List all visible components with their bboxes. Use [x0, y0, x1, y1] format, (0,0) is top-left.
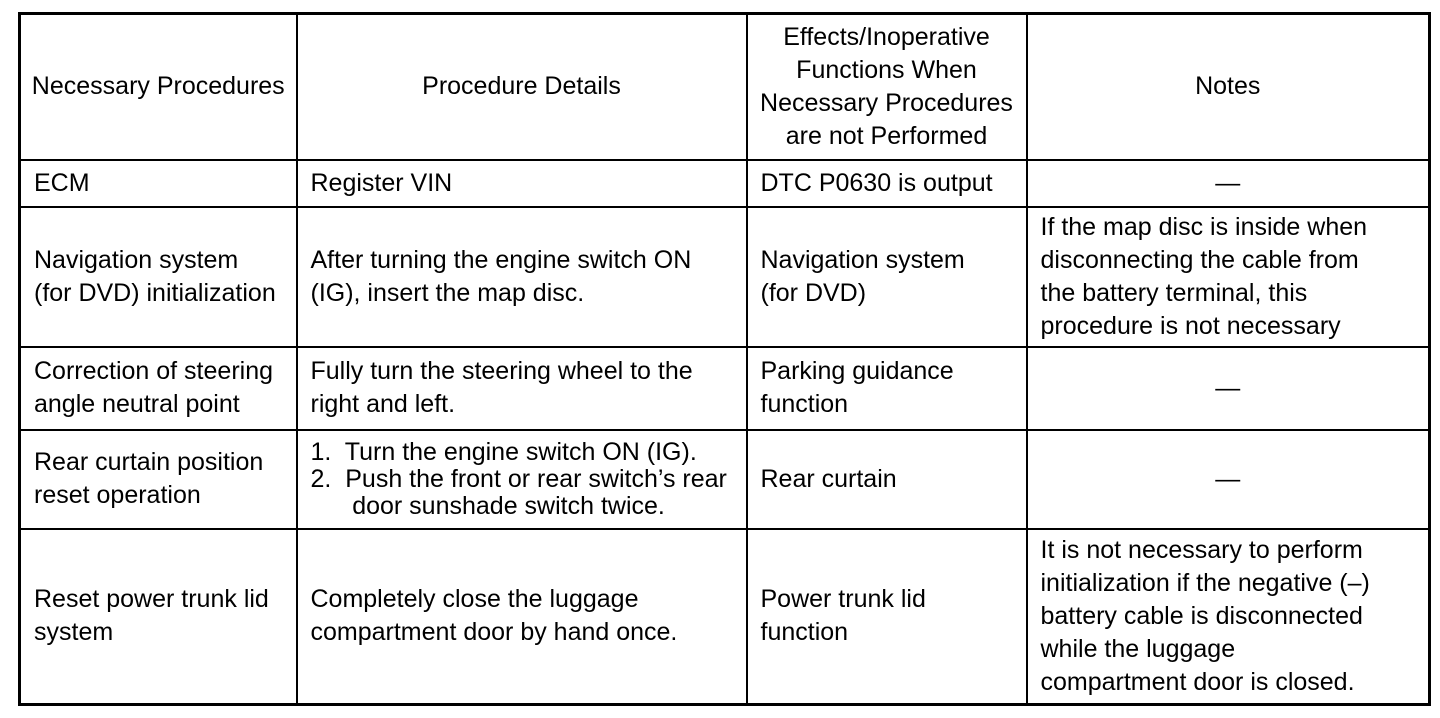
header-row: Necessary Procedures Procedure Details E…: [18, 12, 1431, 161]
table-row: ECM Register VIN DTC P0630 is output —: [18, 158, 1431, 208]
cell-effects: Power trunk lid function: [745, 527, 1028, 706]
cell-necessary-procedure: Reset power trunk lid system: [18, 527, 298, 706]
procedures-table: Necessary Procedures Procedure Details E…: [18, 12, 1431, 706]
cell-procedure-details: 1. Turn the engine switch ON (IG). 2. Pu…: [295, 428, 748, 530]
cell-notes: —: [1025, 158, 1431, 208]
cell-notes: —: [1025, 345, 1431, 431]
table-row: Navigation system (for DVD) initializati…: [18, 205, 1431, 348]
cell-procedure-details: After turning the engine switch ON (IG),…: [295, 205, 748, 348]
cell-effects: Navigation system (for DVD): [745, 205, 1028, 348]
column-header-procedure-details: Procedure Details: [295, 12, 748, 161]
column-header-effects: Effects/Inoperative Functions When Neces…: [745, 12, 1028, 161]
cell-effects: DTC P0630 is output: [745, 158, 1028, 208]
column-header-necessary-procedures: Necessary Procedures: [18, 12, 298, 161]
cell-notes: —: [1025, 428, 1431, 530]
cell-necessary-procedure: Rear curtain position reset operation: [18, 428, 298, 530]
cell-procedure-details: Completely close the luggage compartment…: [295, 527, 748, 706]
cell-procedure-details: Fully turn the steering wheel to the rig…: [295, 345, 748, 431]
table-row: Reset power trunk lid system Completely …: [18, 527, 1431, 706]
cell-procedure-details: Register VIN: [295, 158, 748, 208]
cell-effects: Rear curtain: [745, 428, 1028, 530]
cell-necessary-procedure: ECM: [18, 158, 298, 208]
table-row: Rear curtain position reset operation 1.…: [18, 428, 1431, 530]
cell-necessary-procedure: Navigation system (for DVD) initializati…: [18, 205, 298, 348]
cell-effects: Parking guidance function: [745, 345, 1028, 431]
cell-notes: If the map disc is inside when disconnec…: [1025, 205, 1431, 348]
table-row: Correction of steering angle neutral poi…: [18, 345, 1431, 431]
cell-notes: It is not necessary to perform initializ…: [1025, 527, 1431, 706]
cell-necessary-procedure: Correction of steering angle neutral poi…: [18, 345, 298, 431]
column-header-notes: Notes: [1025, 12, 1431, 161]
